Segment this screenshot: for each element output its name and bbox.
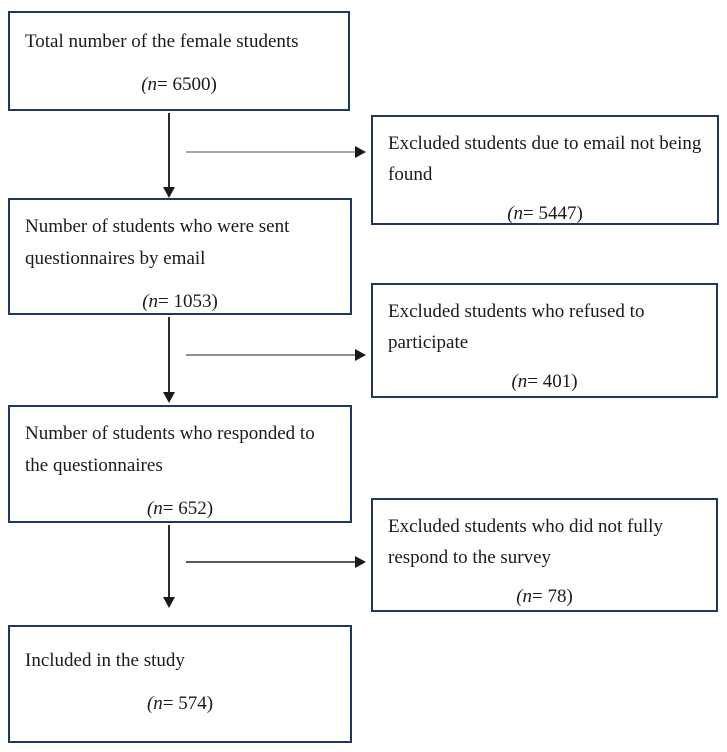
box-label: Included in the study (25, 650, 185, 671)
n-value: (n= 5447) (507, 203, 583, 224)
box-label: Number of students who were sent questio… (25, 216, 290, 269)
box-excluded-refused: Excluded students who refused to partici… (371, 283, 718, 398)
n-value: (n= 78) (516, 586, 573, 607)
box-sent-questionnaires: Number of students who were sent questio… (8, 198, 352, 315)
n-value: (n= 401) (511, 371, 578, 392)
box-label: Excluded students due to email not being… (388, 133, 702, 185)
n-value: (n= 574) (146, 693, 214, 714)
box-excluded-incomplete-response: Excluded students who did not fully resp… (371, 498, 718, 612)
box-total-female-students: Total number of the female students (n= … (8, 11, 350, 111)
box-label: Total number of the female students (25, 31, 299, 52)
arrow-down-total-to-sent (168, 113, 170, 187)
arrow-down-sent-to-responded (168, 317, 170, 392)
box-included-in-study: Included in the study (n= 574) (8, 625, 352, 743)
arrow-down-responded-to-included (168, 525, 170, 597)
n-value: (n= 652) (146, 498, 214, 519)
arrow-right-excluded-email (186, 151, 355, 153)
arrow-right-excluded-refused (186, 354, 355, 356)
box-responded-questionnaires: Number of students who responded to the … (8, 405, 352, 523)
arrow-right-excluded-incomplete (186, 561, 355, 563)
n-value: (n= 6500) (141, 74, 217, 95)
box-excluded-email-not-found: Excluded students due to email not being… (371, 115, 719, 225)
box-label: Number of students who responded to the … (25, 423, 315, 476)
box-label: Excluded students who refused to partici… (388, 301, 645, 353)
box-label: Excluded students who did not fully resp… (388, 516, 663, 568)
n-value: (n= 1053) (142, 291, 218, 312)
